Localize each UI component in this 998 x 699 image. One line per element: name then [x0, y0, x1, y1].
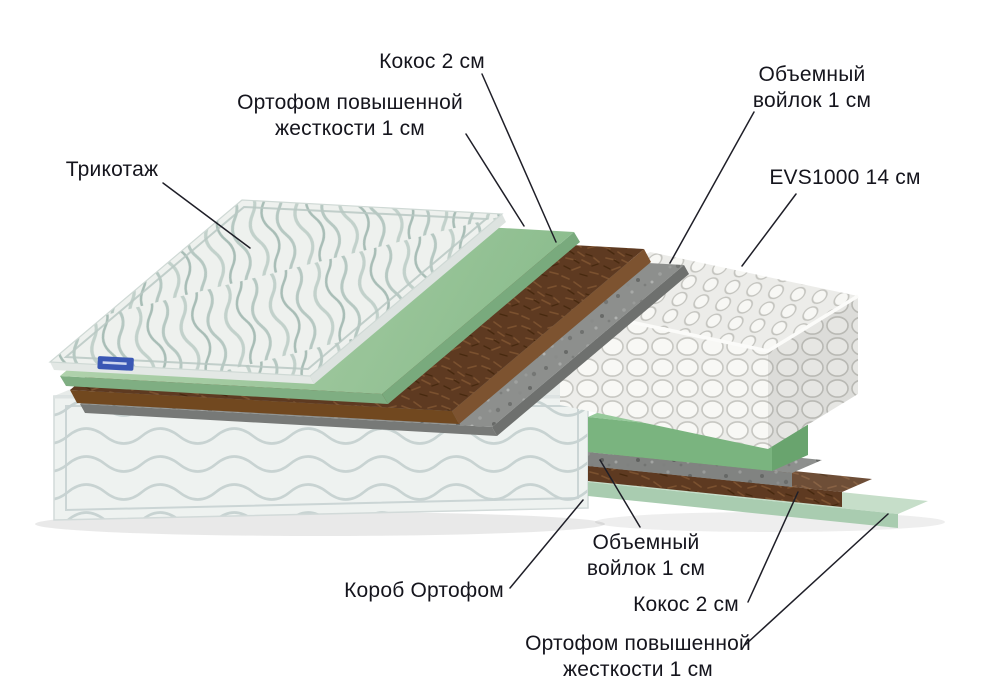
label-coconut-bottom: Кокос 2 см [633, 592, 739, 618]
label-coconut-top: Кокос 2 см [379, 49, 485, 75]
label-felt-top: Объемный войлок 1 см [753, 62, 871, 114]
label-text: жесткости 1 см [275, 117, 425, 140]
knit-layer [48, 199, 506, 384]
label-orthofoam-bottom: Ортофом повышенной жесткости 1 см [525, 631, 751, 683]
label-text: Трикотаж [65, 158, 159, 181]
label-text: Объемный [758, 63, 866, 86]
leader-tricotage [162, 182, 251, 249]
label-text: войлок 1 см [586, 557, 706, 580]
label-springs: EVS1000 14 см [769, 165, 920, 191]
label-text: жесткости 1 см [563, 658, 713, 681]
label-text: Короб Ортофом [344, 579, 504, 602]
label-orthofoam-top: Ортофом повышенной жесткости 1 см [237, 90, 463, 142]
label-text: Кокос 2 см [379, 50, 485, 73]
label-text: Ортофом повышенной [237, 91, 463, 114]
leader-orthofoam-bottom [744, 513, 889, 646]
label-text: EVS1000 14 см [769, 166, 921, 189]
leader-orthofoam-top [465, 133, 525, 227]
brand-tag [97, 356, 134, 371]
leader-coconut-top [481, 73, 557, 243]
leader-coconut-bottom [747, 491, 799, 603]
leader-springs [741, 193, 797, 267]
leader-lines [162, 73, 889, 646]
leader-felt-top [669, 111, 755, 264]
leader-box [509, 499, 584, 589]
leader-felt-bottom [599, 459, 641, 528]
label-box: Короб Ортофом [344, 578, 504, 604]
label-text: Кокос 2 см [633, 593, 739, 616]
label-felt-bottom: Объемный войлок 1 см [587, 530, 705, 582]
label-text: Ортофом повышенной [525, 632, 751, 655]
label-text: Объемный [592, 531, 700, 554]
label-text: войлок 1 см [752, 89, 872, 112]
label-tricotage: Трикотаж [66, 157, 158, 183]
